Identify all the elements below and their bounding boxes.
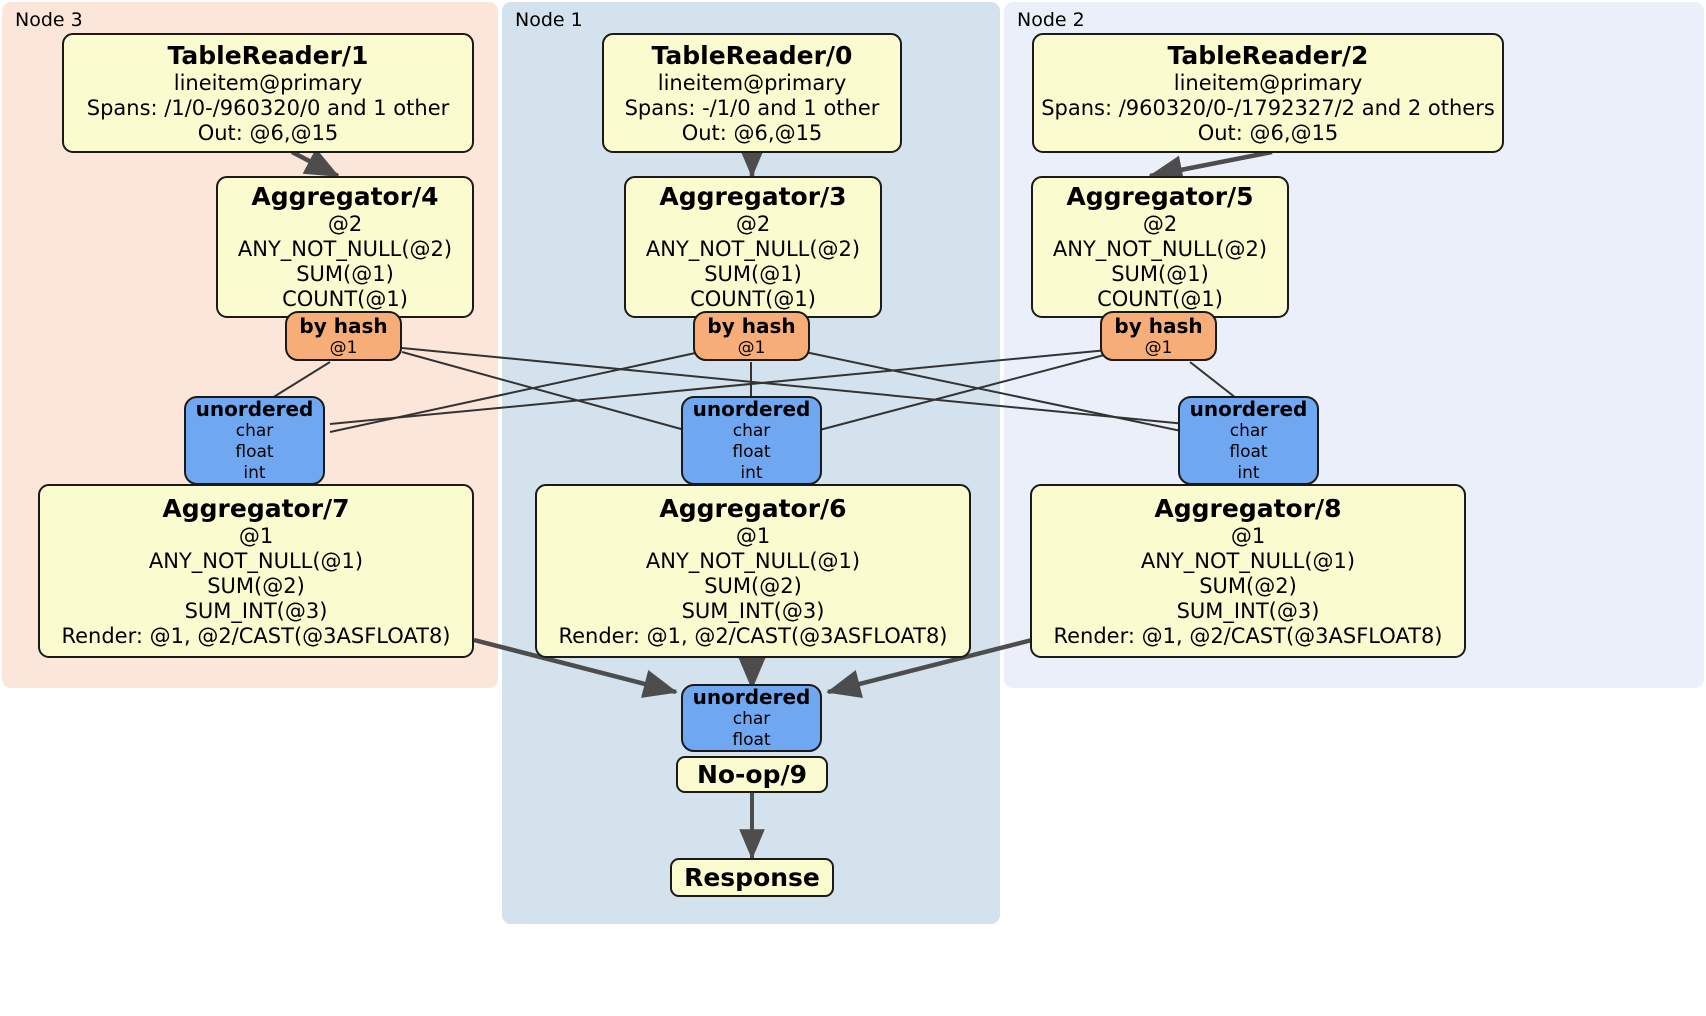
router-line-col: @1 — [329, 338, 358, 358]
processor-line-agg2: SUM(@1) — [296, 262, 394, 286]
processor-title: Aggregator/4 — [251, 182, 439, 211]
processor-title: Aggregator/8 — [1154, 493, 1342, 523]
processor-line-render: Render: @1, @2/CAST(@3ASFLOAT8) — [558, 623, 948, 648]
processor-aggregator-5[interactable]: Aggregator/5 @2 ANY_NOT_NULL(@2) SUM(@1)… — [1031, 176, 1289, 318]
synchronizer-type-1: char — [1229, 421, 1268, 441]
processor-tablereader-0[interactable]: TableReader/0 lineitem@primary Spans: -/… — [602, 33, 902, 153]
processor-line-spans: Spans: /1/0-/960320/0 and 1 other — [86, 95, 450, 120]
processor-line-agg1: ANY_NOT_NULL(@1) — [148, 548, 364, 573]
processor-line-agg3: SUM_INT(@3) — [1176, 598, 1320, 623]
processor-title: TableReader/0 — [651, 40, 853, 70]
processor-line-agg1: ANY_NOT_NULL(@1) — [645, 548, 861, 573]
processor-line-out: Out: @6,@15 — [681, 120, 823, 145]
processor-line-agg1: ANY_NOT_NULL(@2) — [1052, 237, 1268, 261]
processor-line-agg3: SUM_INT(@3) — [681, 598, 825, 623]
processor-aggregator-6[interactable]: Aggregator/6 @1 ANY_NOT_NULL(@1) SUM(@2)… — [535, 484, 971, 658]
router-title: by hash — [1114, 314, 1203, 338]
processor-title: Response — [684, 862, 820, 892]
processor-line-groupcol: @2 — [735, 212, 771, 236]
processor-noop-9[interactable]: No-op/9 — [676, 756, 828, 793]
processor-tablereader-2[interactable]: TableReader/2 lineitem@primary Spans: /9… — [1032, 33, 1504, 153]
synchronizer-type-3: int — [243, 463, 266, 483]
node-panel-label-node3: Node 3 — [15, 9, 83, 31]
processor-title: Aggregator/6 — [659, 493, 847, 523]
router-by-hash-center[interactable]: by hash @1 — [693, 311, 810, 361]
synchronizer-type-2: float — [732, 442, 771, 462]
processor-title: Aggregator/3 — [659, 182, 847, 211]
router-by-hash-left[interactable]: by hash @1 — [285, 311, 402, 361]
processor-line-groupcol: @2 — [327, 212, 363, 236]
processor-line-agg2: SUM(@2) — [207, 573, 305, 598]
synchronizer-type-2: float — [235, 442, 274, 462]
router-by-hash-right[interactable]: by hash @1 — [1100, 311, 1217, 361]
node-panel-label-node2: Node 2 — [1017, 9, 1085, 31]
processor-aggregator-3[interactable]: Aggregator/3 @2 ANY_NOT_NULL(@2) SUM(@1)… — [624, 176, 882, 318]
processor-line-agg2: SUM(@1) — [704, 262, 802, 286]
synchronizer-type-3: int — [740, 463, 763, 483]
processor-line-table: lineitem@primary — [657, 70, 847, 95]
processor-line-render: Render: @1, @2/CAST(@3ASFLOAT8) — [1053, 623, 1443, 648]
router-title: by hash — [299, 314, 388, 338]
processor-line-groupcol: @1 — [238, 523, 274, 548]
synchronizer-unordered-center[interactable]: unordered char float int — [681, 396, 822, 485]
synchronizer-type-3: int — [1237, 463, 1260, 483]
synchronizer-title: unordered — [692, 397, 811, 421]
synchronizer-type-1: char — [235, 421, 274, 441]
processor-aggregator-7[interactable]: Aggregator/7 @1 ANY_NOT_NULL(@1) SUM(@2)… — [38, 484, 474, 658]
processor-line-agg3: COUNT(@1) — [282, 287, 408, 311]
processor-line-table: lineitem@primary — [1173, 70, 1363, 95]
processor-line-out: Out: @6,@15 — [1197, 120, 1339, 145]
synchronizer-title: unordered — [692, 685, 811, 709]
processor-title: Aggregator/7 — [162, 493, 350, 523]
processor-line-groupcol: @1 — [735, 523, 771, 548]
processor-tablereader-1[interactable]: TableReader/1 lineitem@primary Spans: /1… — [62, 33, 474, 153]
processor-line-agg2: SUM(@1) — [1111, 262, 1209, 286]
synchronizer-unordered-left[interactable]: unordered char float int — [184, 396, 325, 485]
router-title: by hash — [707, 314, 796, 338]
processor-line-agg1: ANY_NOT_NULL(@1) — [1140, 548, 1356, 573]
synchronizer-type-1: char — [732, 709, 771, 729]
synchronizer-type-2: float — [732, 730, 771, 750]
processor-line-groupcol: @2 — [1142, 212, 1178, 236]
processor-line-agg1: ANY_NOT_NULL(@2) — [237, 237, 453, 261]
processor-line-table: lineitem@primary — [173, 70, 363, 95]
synchronizer-title: unordered — [195, 397, 314, 421]
processor-line-spans: Spans: -/1/0 and 1 other — [624, 95, 880, 120]
synchronizer-type-1: char — [732, 421, 771, 441]
processor-aggregator-4[interactable]: Aggregator/4 @2 ANY_NOT_NULL(@2) SUM(@1)… — [216, 176, 474, 318]
processor-line-render: Render: @1, @2/CAST(@3ASFLOAT8) — [61, 623, 451, 648]
router-line-col: @1 — [737, 338, 766, 358]
processor-line-spans: Spans: /960320/0-/1792327/2 and 2 others — [1041, 95, 1495, 120]
router-line-col: @1 — [1144, 338, 1173, 358]
synchronizer-title: unordered — [1189, 397, 1308, 421]
processor-line-out: Out: @6,@15 — [197, 120, 339, 145]
node-panel-label-node1: Node 1 — [515, 9, 583, 31]
processor-response[interactable]: Response — [670, 858, 834, 897]
processor-line-agg2: SUM(@2) — [704, 573, 802, 598]
processor-line-agg3: COUNT(@1) — [690, 287, 816, 311]
processor-line-agg3: SUM_INT(@3) — [184, 598, 328, 623]
processor-line-agg1: ANY_NOT_NULL(@2) — [645, 237, 861, 261]
processor-title: No-op/9 — [696, 759, 808, 789]
processor-aggregator-8[interactable]: Aggregator/8 @1 ANY_NOT_NULL(@1) SUM(@2)… — [1030, 484, 1466, 658]
synchronizer-type-2: float — [1229, 442, 1268, 462]
processor-line-agg3: COUNT(@1) — [1097, 287, 1223, 311]
processor-title: Aggregator/5 — [1066, 182, 1254, 211]
synchronizer-unordered-final[interactable]: unordered char float — [681, 684, 822, 752]
synchronizer-unordered-right[interactable]: unordered char float int — [1178, 396, 1319, 485]
processor-line-groupcol: @1 — [1230, 523, 1266, 548]
processor-title: TableReader/1 — [167, 40, 369, 70]
processor-title: TableReader/2 — [1167, 40, 1369, 70]
processor-line-agg2: SUM(@2) — [1199, 573, 1297, 598]
